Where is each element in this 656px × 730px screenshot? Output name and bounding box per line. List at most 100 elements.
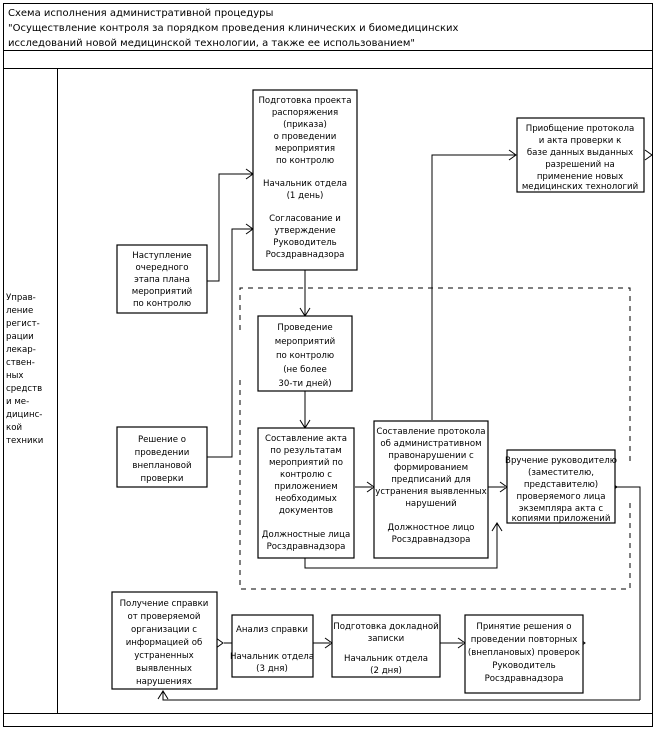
node-repeat-decision[interactable]: Принятие решения о проведении повторных … <box>464 614 584 694</box>
attach-protocol-box[interactable] <box>516 117 645 193</box>
repeat-decision-line-3: Руководитель <box>492 661 555 671</box>
node-handover-act[interactable]: Вручение руководителю (заместителю, пред… <box>505 449 617 524</box>
prep-order-box[interactable] <box>252 89 358 271</box>
node-admin-protocol[interactable]: Составление протокола об административно… <box>373 420 489 559</box>
control-event-line-2: по контролю <box>276 351 334 361</box>
node-prep-order[interactable]: Подготовка проекта распоряжения (приказа… <box>252 89 358 271</box>
plan-stage-box[interactable] <box>116 244 208 314</box>
edge-rail-to-receive <box>162 692 640 701</box>
prep-order-line-0: Подготовка проекта <box>258 96 351 106</box>
act-drafting-line-2: мероприятий по <box>269 458 343 468</box>
attach-protocol-line-1: и акта проверки к <box>539 136 622 146</box>
node-control-event[interactable]: Проведение мероприятий по контролю (не б… <box>257 315 353 392</box>
act-drafting-box[interactable] <box>257 427 355 559</box>
prep-order-line-7: Начальник отдела <box>263 179 347 189</box>
memo-prep-line-1: записки <box>368 634 405 644</box>
swimlane-line-3: рации <box>6 332 34 342</box>
act-drafting-line-0: Составление акта <box>265 434 347 444</box>
swimlane-line-4: лекар- <box>6 345 36 355</box>
analyze-report-line-0: Анализ справки <box>236 625 308 635</box>
title-line-3: исследований новой медицинской технологи… <box>8 38 415 49</box>
swimlane-line-8: и ме- <box>6 397 29 407</box>
prep-order-line-8: (1 день) <box>287 191 324 201</box>
swimlane-line-1: ление <box>6 306 33 316</box>
arrowhead-attach-output <box>644 149 653 161</box>
swimlane-line-7: средств <box>6 384 42 394</box>
memo-prep-box[interactable] <box>331 614 441 678</box>
plan-stage-line-2: этапа плана <box>134 275 190 285</box>
node-plan-stage[interactable]: Наступление очередного этапа плана мероп… <box>116 244 208 314</box>
title-line-2: "Осуществление контроля за порядком пров… <box>8 23 459 34</box>
analyze-report-box[interactable] <box>231 614 314 678</box>
swimlane-line-9: дицинс- <box>6 410 42 420</box>
receive-report-line-0: Получение справки <box>120 599 209 609</box>
connectors <box>157 149 653 701</box>
attach-protocol-line-0: Приобщение протокола <box>526 124 634 134</box>
node-attach-protocol[interactable]: Приобщение протокола и акта проверки к б… <box>516 117 645 193</box>
memo-prep-line-0: Подготовка докладной <box>333 622 439 632</box>
handover-act-line-4: экземпляра акта с <box>519 504 603 514</box>
admin-protocol-line-6: нарушений <box>405 499 456 509</box>
unplanned-decision-line-1: проведении <box>135 448 190 458</box>
prep-order-line-5: по контролю <box>276 156 334 166</box>
unplanned-decision-line-2: внеплановой <box>132 461 191 471</box>
repeat-decision-line-1: проведении повторных <box>471 635 578 645</box>
unplanned-decision-box[interactable] <box>116 426 208 488</box>
control-event-line-3: (не более <box>283 365 327 375</box>
node-memo-prep[interactable]: Подготовка докладной записки Начальник о… <box>331 614 441 678</box>
act-drafting-line-3: контролю с <box>280 470 332 480</box>
repeat-decision-box[interactable] <box>464 614 584 694</box>
receive-report-line-3: информацией об <box>126 638 203 648</box>
edge-act-loop-to-handover <box>304 524 498 569</box>
node-unplanned-decision[interactable]: Решение о проведении внеплановой проверк… <box>116 426 208 488</box>
arrowhead-act-loop-to-handover <box>491 522 503 532</box>
dashed-feedback-bottom <box>239 380 631 590</box>
repeat-decision-line-0: Принятие решения о <box>476 622 571 632</box>
act-drafting-line-6: документов <box>279 506 333 516</box>
attach-protocol-line-5: медицинских технологий <box>522 182 638 192</box>
node-receive-report[interactable]: Получение справки от проверяемой организ… <box>111 591 218 690</box>
act-drafting-line-8: Должностные лица <box>262 530 350 540</box>
receive-report-line-2: организации с <box>131 625 197 635</box>
prep-order-line-11: утверждение <box>274 226 335 236</box>
prep-order-line-1: распоряжения <box>272 108 338 118</box>
admin-protocol-line-9: Росздравнадзора <box>392 535 471 545</box>
admin-protocol-line-1: об административном <box>380 439 481 449</box>
control-event-line-4: 30-ти дней) <box>278 379 331 389</box>
swimlane-line-5: ствен- <box>6 358 35 368</box>
attach-protocol-line-4: применение новых <box>537 172 623 182</box>
handover-act-line-3: проверяемого лица <box>516 492 605 502</box>
handover-act-line-1: (заместителю, <box>528 468 594 478</box>
handover-act-line-5: копиями приложений <box>512 514 611 524</box>
admin-protocol-box[interactable] <box>373 420 489 559</box>
memo-prep-line-3: Начальник отдела <box>344 654 428 664</box>
repeat-decision-line-2: (внеплановых) проверок <box>468 648 580 658</box>
edge-plan-to-prep <box>207 173 252 282</box>
admin-protocol-line-2: правонарушении с <box>388 451 474 461</box>
plan-stage-line-1: очередного <box>136 263 189 273</box>
arrowhead-rail-to-receive <box>157 690 169 700</box>
prep-order-line-2: (приказа) <box>283 120 327 130</box>
control-event-line-0: Проведение <box>277 323 332 333</box>
swimlane-line-6: ных <box>6 371 24 381</box>
control-event-box[interactable] <box>257 315 353 392</box>
swimlane-line-2: регист- <box>6 319 40 329</box>
control-event-line-1: мероприятий <box>275 337 336 347</box>
plan-stage-line-3: мероприятий <box>132 287 193 297</box>
unplanned-decision-line-0: Решение о <box>138 435 186 445</box>
node-act-drafting[interactable]: Составление акта по результатам мероприя… <box>257 427 355 559</box>
handover-act-box[interactable] <box>506 449 616 524</box>
act-drafting-line-9: Росздравнадзора <box>267 542 346 552</box>
swimlane-label: Управ- ление регист- рации лекар- ствен-… <box>6 293 43 446</box>
unplanned-decision-line-3: проверки <box>141 474 184 484</box>
receive-report-box[interactable] <box>111 591 218 690</box>
receive-report-line-5: выявленных <box>136 664 192 674</box>
prep-order-line-3: о проведении <box>274 132 337 142</box>
admin-protocol-line-0: Составление протокола <box>376 427 485 437</box>
outer-frame <box>3 3 653 727</box>
node-analyze-report[interactable]: Анализ справки Начальник отдела (3 дня) <box>230 614 314 678</box>
receive-report-line-6: нарушениях <box>136 677 192 687</box>
handover-act-line-0: Вручение руководителю <box>505 456 617 466</box>
act-drafting-line-1: по результатам <box>270 446 342 456</box>
